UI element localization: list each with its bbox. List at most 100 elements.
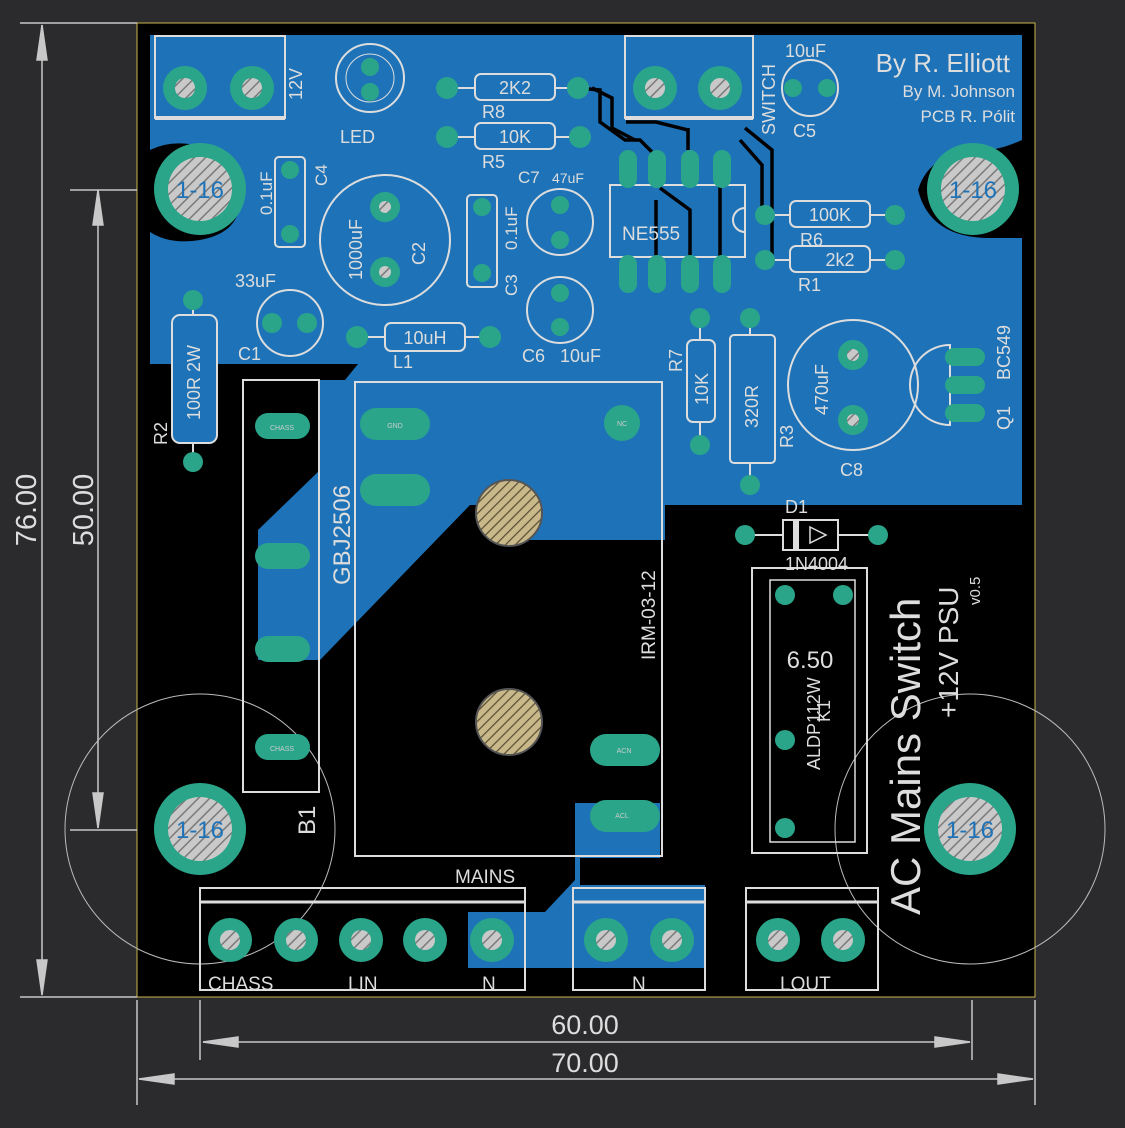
mounting-hole-tl: 1-16 bbox=[154, 143, 246, 235]
d1-ref: D1 bbox=[785, 497, 808, 517]
credit-elliott: By R. Elliott bbox=[876, 48, 1011, 78]
mounting-hole-label: 1-16 bbox=[176, 817, 224, 844]
resistor-r3: 320R R3 bbox=[729, 308, 797, 495]
capacitor-c5: 10uF C5 bbox=[781, 41, 839, 141]
mounting-hole-label: 1-16 bbox=[949, 177, 997, 204]
r6-value: 100K bbox=[809, 205, 851, 225]
capacitor-c1: 33uF C1 bbox=[235, 271, 324, 364]
led: LED bbox=[335, 43, 405, 147]
resistor-r2: 100R 2W R2 bbox=[151, 290, 218, 472]
mounting-hole-label: 1-16 bbox=[946, 817, 994, 844]
terminal-switch-label: SWITCH bbox=[759, 64, 779, 135]
r7-ref: R7 bbox=[666, 349, 686, 372]
resistor-r5: 10K R5 bbox=[436, 122, 591, 172]
c6-ref: C6 bbox=[522, 346, 545, 366]
relay-ref: ALDP112W bbox=[804, 677, 824, 770]
relay-k: K1 bbox=[814, 700, 834, 722]
pad-chass-label: CHASS bbox=[270, 425, 294, 432]
psu-ref: IRM-03-12 bbox=[639, 570, 660, 660]
c6-value: 10uF bbox=[560, 346, 601, 366]
relay: 6.50 ALDP112W K1 bbox=[751, 567, 868, 854]
mounting-hole-tr: 1-16 bbox=[927, 143, 1019, 235]
capacitor-c2: 1000uF C2 bbox=[319, 174, 451, 306]
credits: By R. Elliott By M. Johnson PCB R. Pólit bbox=[876, 48, 1016, 126]
resistor-r7: 10K R7 bbox=[666, 308, 716, 455]
resistor-r8: 2K2 R8 bbox=[436, 73, 589, 122]
b1-ref: B1 bbox=[294, 806, 321, 835]
capacitor-c8: 470uF C8 bbox=[787, 319, 919, 480]
r5-value: 10K bbox=[499, 127, 531, 147]
pad-acl-label: ACL bbox=[615, 813, 629, 820]
r3-value: 320R bbox=[742, 385, 762, 428]
traces bbox=[577, 86, 774, 262]
dimension-lines bbox=[20, 22, 1036, 1105]
terminal-n: N bbox=[572, 887, 706, 995]
led-ref: LED bbox=[340, 127, 375, 147]
chass-label: CHASS bbox=[208, 974, 273, 995]
c4-ref: C4 bbox=[312, 164, 331, 186]
pad-chass-label: CHASS bbox=[270, 746, 294, 753]
r3-ref: R3 bbox=[777, 425, 797, 448]
q1-ref: Q1 bbox=[994, 406, 1014, 430]
c8-ref: C8 bbox=[840, 460, 863, 480]
capacitor-c3: 0.1uF C3 bbox=[466, 194, 521, 296]
c3-ref: C3 bbox=[502, 274, 521, 296]
c4-value: 0.1uF bbox=[257, 172, 276, 215]
resistor-r1: 2k2 R1 bbox=[755, 245, 905, 295]
r8-value: 2K2 bbox=[499, 78, 531, 98]
transistor-q1: BC549 Q1 bbox=[909, 325, 1014, 430]
terminal-12v-label: 12V bbox=[286, 68, 306, 100]
pad-nc-label: NC bbox=[617, 421, 627, 428]
terminal-lout: LOUT bbox=[745, 887, 879, 995]
l1-ref: L1 bbox=[393, 352, 413, 372]
c2-value: 1000uF bbox=[346, 219, 366, 280]
title-sub: +12V PSU bbox=[933, 586, 964, 718]
terminal-switch: SWITCH bbox=[624, 35, 779, 135]
diode-d1: D1 1N4004 bbox=[735, 497, 888, 574]
c7-value: 47uF bbox=[552, 170, 584, 186]
capacitor-c7: C7 47uF bbox=[518, 168, 594, 256]
n2-label: N bbox=[632, 974, 646, 995]
c5-ref: C5 bbox=[793, 121, 816, 141]
c2-ref: C2 bbox=[409, 242, 429, 265]
board-title: AC Mains Switch +12V PSU v0.5 bbox=[882, 577, 984, 915]
dim-width-inner: 60.00 bbox=[551, 1010, 619, 1040]
q1-value: BC549 bbox=[994, 325, 1014, 380]
pad-gnd-label: GND bbox=[387, 423, 403, 430]
pad-acn-label: ACN bbox=[617, 748, 632, 755]
r5-ref: R5 bbox=[482, 152, 505, 172]
terminal-mains: MAINS CHASS LIN N bbox=[199, 867, 526, 995]
resistor-r6: 100K R6 bbox=[755, 200, 905, 250]
r8-ref: R8 bbox=[482, 102, 505, 122]
r2-ref: R2 bbox=[151, 422, 171, 445]
ic-ne555: NE555 bbox=[609, 150, 746, 293]
dim-height-outer: 76.00 bbox=[11, 474, 43, 547]
dim-height-inner: 50.00 bbox=[68, 474, 100, 547]
capacitor-c4: 0.1uF C4 bbox=[257, 156, 331, 248]
b1-value: GBJ2506 bbox=[329, 485, 356, 585]
lout-label: LOUT bbox=[780, 974, 831, 995]
terminal-12v: 12V bbox=[154, 35, 306, 120]
c8-value: 470uF bbox=[812, 364, 832, 415]
n-label: N bbox=[482, 974, 496, 995]
d1-value: 1N4004 bbox=[785, 554, 848, 574]
c1-ref: C1 bbox=[238, 344, 261, 364]
ic-ref: NE555 bbox=[622, 224, 680, 245]
credit-polit: PCB R. Pólit bbox=[921, 107, 1016, 126]
c7-ref: C7 bbox=[518, 168, 540, 187]
mounting-holes: 1-16 1-16 1-16 1-16 bbox=[64, 143, 1106, 965]
c1-value: 33uF bbox=[235, 271, 276, 291]
r1-value: 2k2 bbox=[825, 250, 854, 270]
c3-value: 0.1uF bbox=[502, 207, 521, 250]
r1-ref: R1 bbox=[798, 275, 821, 295]
c5-value: 10uF bbox=[785, 41, 826, 61]
r7-value: 10K bbox=[692, 373, 712, 405]
capacitor-c6: C6 10uF bbox=[522, 276, 601, 366]
copper-pour-bottom bbox=[468, 803, 705, 968]
mounting-hole-label: 1-16 bbox=[176, 177, 224, 204]
mounting-hole-br: 1-16 bbox=[834, 693, 1106, 965]
lin-label: LIN bbox=[348, 974, 378, 995]
r2-value: 100R 2W bbox=[184, 345, 204, 420]
credit-johnson: By M. Johnson bbox=[903, 82, 1015, 101]
